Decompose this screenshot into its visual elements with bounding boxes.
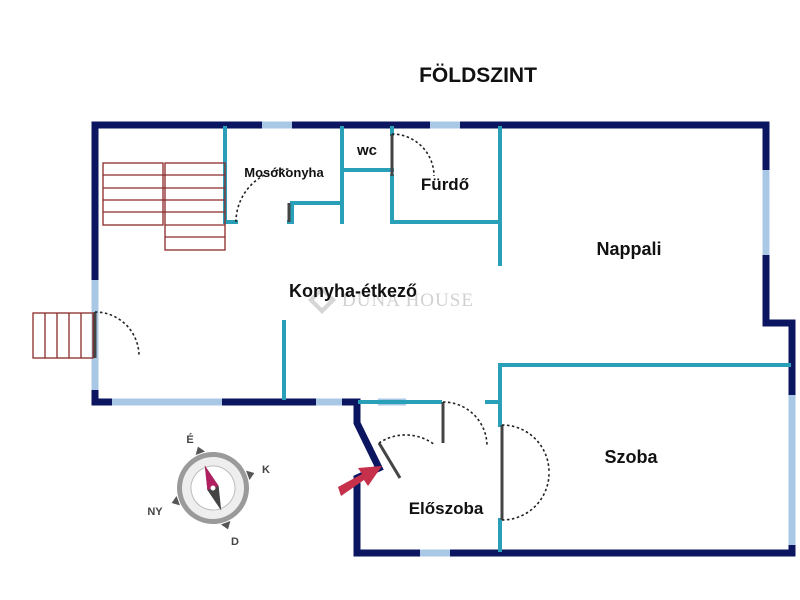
outer-walls	[91, 121, 796, 557]
room-label-szoba: Szoba	[604, 447, 658, 467]
room-label-furdo: Fürdő	[421, 175, 469, 194]
door-leaves	[93, 134, 504, 520]
exterior-steps	[32, 312, 94, 359]
compass-north-label: É	[186, 433, 193, 446]
door-swings	[94, 133, 550, 521]
compass-east-label: K	[262, 464, 270, 476]
watermark-text: DUNA HOUSE	[342, 290, 474, 311]
room-label-nappali: Nappali	[596, 239, 661, 259]
compass-south-label: D	[231, 536, 239, 548]
compass-west-label: NY	[147, 506, 163, 518]
room-label-wc: wc	[356, 142, 377, 159]
interior-walls	[223, 126, 791, 552]
room-label-mosokonyha: Mosókonyha	[244, 165, 324, 180]
entrance-arrow-icon	[338, 466, 382, 496]
plan-title: FÖLDSZINT	[419, 64, 537, 87]
watermark-logo: DUNA HOUSE	[308, 286, 474, 314]
compass-icon: É K D NY	[147, 433, 270, 548]
room-label-konyha: Konyha-étkező	[289, 281, 417, 301]
room-label-eloszoba: Előszoba	[409, 499, 484, 518]
interior-stairs	[102, 162, 226, 251]
